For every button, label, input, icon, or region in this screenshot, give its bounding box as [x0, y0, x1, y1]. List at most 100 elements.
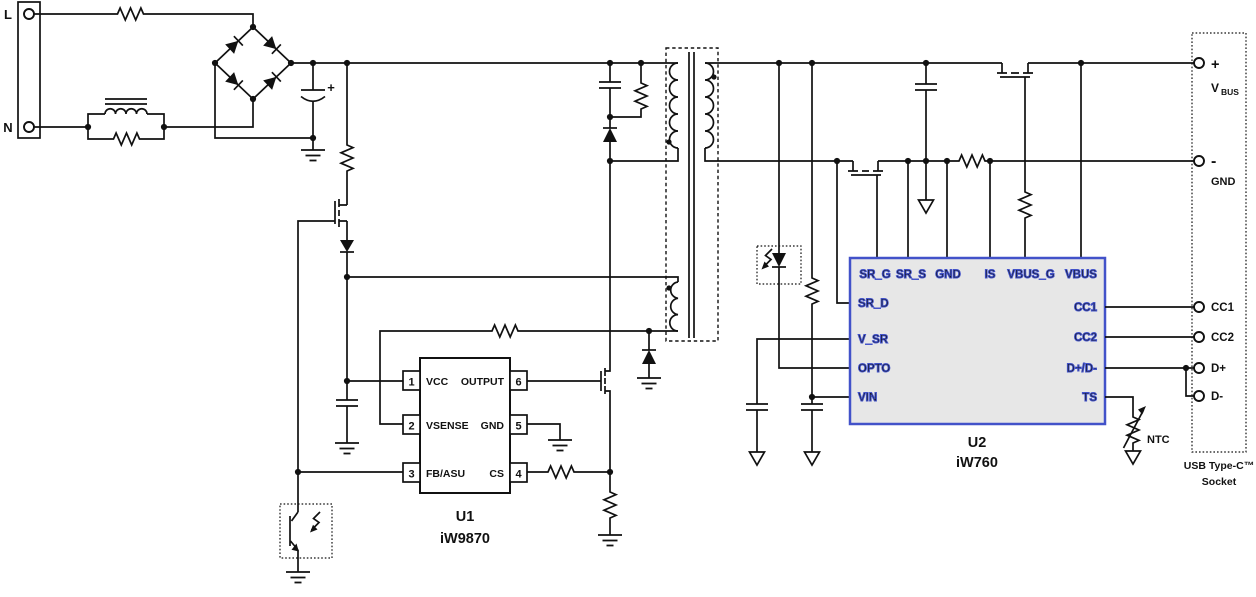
u2-pin-srg: SR_G [859, 269, 890, 281]
current-sense-shunt [953, 154, 991, 168]
cs-shunt [597, 472, 623, 547]
u2-pin-vbus: VBUS [1065, 269, 1097, 281]
transformer [665, 47, 719, 342]
rcd-clamp [598, 63, 679, 162]
gnd-label: GND [1211, 176, 1236, 188]
vbus-sub-label: BUS [1221, 87, 1239, 97]
usb-data-wires [1105, 306, 1194, 397]
optocoupler-led [756, 63, 850, 369]
startup-network [297, 63, 354, 512]
line-label: L [4, 7, 12, 22]
vcc-node [334, 277, 403, 455]
main-mosfet [600, 161, 611, 472]
u2-pin-cc2: CC2 [1074, 332, 1097, 344]
cc1-label: CC1 [1211, 302, 1235, 314]
vbus-plus-label: + [1211, 57, 1219, 73]
u1-ic: 1 2 3 6 5 4 VCC VSENSE FB/ASU OUTPUT GND… [402, 357, 528, 547]
u2-pin-vbusg: VBUS_G [1007, 269, 1054, 281]
vbus-label: V [1211, 81, 1219, 95]
u1-pin2-number: 2 [408, 421, 414, 433]
u2-ic: SR_G SR_S GND IS VBUS_G VBUS SR_D V_SR O… [848, 256, 1107, 426]
light-arrow-icon [310, 511, 321, 531]
emi-filter-choke [104, 98, 148, 146]
primary-phase-dot [666, 139, 672, 145]
neutral-label: N [3, 120, 12, 135]
u1-pin1-number: 1 [408, 377, 414, 389]
bulk-capacitor: + [300, 63, 335, 138]
u2-pin-is: IS [985, 269, 996, 281]
output-capacitor [914, 63, 938, 214]
cc1-terminal [1193, 301, 1205, 313]
u2-pin-data: D+/D- [1067, 363, 1098, 375]
vbus-terminal [1193, 57, 1205, 69]
cc2-terminal [1193, 331, 1205, 343]
aux-winding-lines [347, 276, 679, 425]
u2-pin-gnd: GND [935, 269, 961, 281]
startup-mosfet [334, 199, 340, 227]
secondary-winding [704, 62, 715, 149]
vsr-capacitor [745, 403, 769, 411]
dminus-terminal [1193, 390, 1205, 402]
u2-pin-vsr: V_SR [858, 334, 889, 346]
ntc-thermistor: NTC [1105, 396, 1170, 465]
u1-pin5-number: 5 [515, 421, 521, 433]
vsense-resistor [486, 324, 524, 338]
primary-ground-symbols [300, 149, 326, 162]
u2-pin-opto: OPTO [858, 363, 890, 375]
u1-pin-output: OUTPUT [461, 376, 505, 388]
dplus-terminal [1193, 362, 1205, 374]
u2-pin-srs: SR_S [896, 269, 926, 281]
usb-caption-line1: USB Type-C™ [1184, 460, 1254, 472]
u1-refdes: U1 [456, 509, 475, 525]
ntc-label: NTC [1147, 434, 1170, 446]
u1-pin-vcc: VCC [426, 376, 449, 388]
bridge-rectifier [213, 25, 293, 101]
primary-winding [668, 62, 679, 149]
secondary-phase-dot [711, 74, 717, 80]
u2-pin-vin: VIN [858, 392, 877, 404]
u2-refdes: U2 [968, 435, 987, 451]
aux-phase-dot [666, 285, 672, 291]
vin-resistor [805, 272, 819, 310]
clamp-capacitor [598, 81, 622, 89]
gnd-terminal [1193, 155, 1205, 167]
load-switch-mosfet [997, 63, 1033, 258]
dminus-label: D- [1211, 391, 1223, 403]
u1-pin-wires [298, 380, 610, 479]
clamp-resistor [634, 77, 648, 115]
u1-part-number: iW9870 [440, 531, 490, 547]
u1-pin-fb: FB/ASU [426, 468, 465, 480]
ac-terminal-block: L N [3, 1, 41, 139]
u2-pin-cc1: CC1 [1074, 302, 1098, 314]
cs-resistor [542, 465, 580, 479]
junction-dots [84, 23, 1190, 476]
usb-socket: + V BUS - GND CC1 CC2 D+ D- USB Type-C™ … [1184, 32, 1254, 488]
u1-pin6-number: 6 [515, 377, 521, 389]
gnd-minus-label: - [1211, 153, 1216, 170]
polarity-plus-label: + [327, 80, 335, 95]
aux-clamp-diode-icon [642, 349, 656, 364]
u1-pin3-number: 3 [408, 469, 414, 481]
u2-part-number: iW760 [956, 455, 998, 471]
clamp-diode-icon [603, 127, 617, 142]
gate-resistor [1018, 186, 1032, 224]
input-fuse-resistor [112, 7, 149, 21]
u1-pin-vsense: VSENSE [426, 420, 469, 432]
sr-mosfet [848, 161, 883, 258]
cc2-label: CC2 [1211, 332, 1234, 344]
u2-pin-wires [745, 63, 1082, 466]
u2-pin-srd: SR_D [858, 298, 889, 310]
vin-capacitor [800, 403, 824, 411]
usb-caption-line2: Socket [1202, 476, 1237, 488]
aux-winding [669, 281, 679, 332]
line-terminal [23, 8, 35, 20]
vcc-capacitor [335, 399, 359, 407]
secondary-rails [704, 62, 1194, 168]
light-arrow-icon [762, 248, 773, 268]
u2-pin-ts: TS [1082, 392, 1097, 404]
wires-primary [34, 13, 678, 150]
optocoupler-transistor [279, 503, 333, 584]
u1-pin-cs: CS [489, 468, 504, 480]
